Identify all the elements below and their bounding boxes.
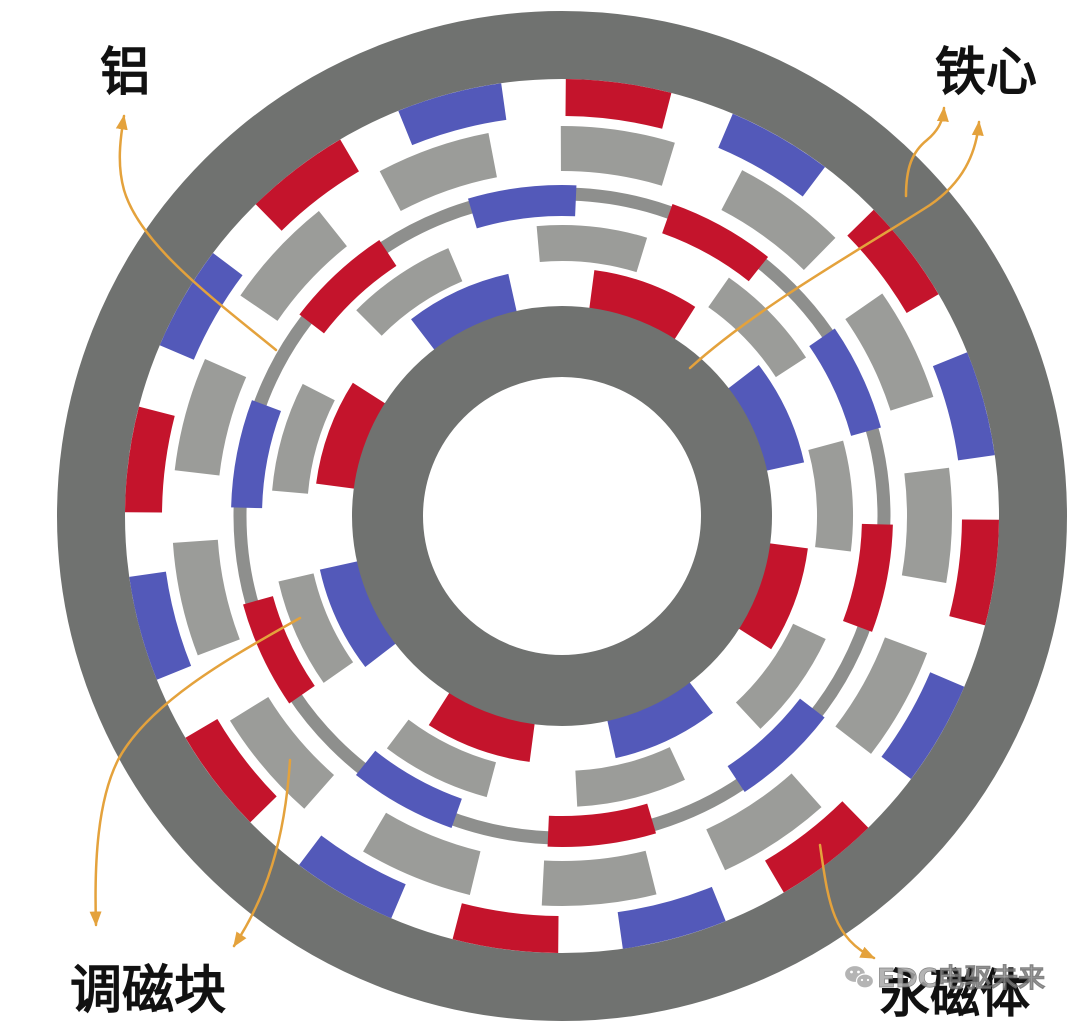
inner-magnet-blue	[727, 365, 805, 471]
inner-modulator-piece	[536, 225, 648, 273]
wechat-icon	[843, 964, 875, 989]
inner-modulator-piece	[278, 573, 354, 683]
outer-iron-core-ring	[57, 11, 1067, 1021]
middle-magnet-red	[662, 203, 769, 282]
outer-modulator-piece	[835, 637, 928, 754]
inner-modulator-pieces	[272, 225, 853, 807]
leader-arrows	[89, 106, 984, 960]
outer-magnet-blue	[932, 352, 995, 461]
arrow-aluminum	[115, 114, 278, 352]
inner-magnet-blue	[411, 273, 517, 351]
outer-modulator-piece	[174, 358, 247, 476]
middle-permanent-magnets	[231, 185, 893, 847]
outer-modulator-piece	[845, 293, 934, 411]
inner-modulator-piece	[735, 623, 826, 729]
inner-modulator-piece	[808, 440, 853, 552]
middle-magnet-red	[547, 803, 657, 847]
outer-magnet-blue	[129, 571, 192, 680]
outer-magnet-red	[847, 209, 939, 313]
inner-modulator-piece	[386, 719, 496, 798]
outer-modulator-piece	[901, 467, 952, 584]
outer-magnet-red	[452, 903, 559, 953]
label-permanent-magnet: 永磁体	[880, 964, 1030, 1024]
middle-magnet-blue	[355, 750, 462, 829]
inner-iron-core-ring	[352, 306, 772, 726]
inner-modulator-piece	[272, 383, 335, 494]
outer-modulator-piece	[172, 539, 240, 656]
inner-modulator-piece	[708, 277, 807, 378]
outer-modulator-piece	[541, 850, 657, 906]
middle-magnet-blue	[727, 698, 825, 793]
inner-magnet-blue	[319, 561, 397, 667]
labels: 铝 铁心 调磁块 永磁体	[70, 42, 1037, 1024]
outer-magnet-blue	[881, 672, 965, 779]
arrow-modulator-pieces-1	[89, 616, 302, 927]
outer-magnet-blue	[718, 113, 825, 197]
outer-magnet-red	[565, 79, 672, 129]
middle-magnet-blue	[467, 185, 577, 229]
outer-magnet-blue	[159, 253, 243, 360]
outer-magnet-red	[255, 139, 359, 231]
middle-magnet-red	[299, 239, 397, 334]
middle-magnet-red	[843, 523, 893, 632]
outer-modulator-piece	[229, 696, 335, 809]
inner-magnet-red	[428, 691, 535, 762]
outer-modulator-piece	[363, 812, 481, 895]
arrow-iron-core-inner	[688, 120, 984, 370]
middle-magnet-blue	[231, 400, 281, 509]
arrow-iron-core-outer	[904, 106, 949, 198]
outer-modulator-piece	[706, 773, 822, 871]
outer-modulator-piece	[240, 211, 347, 321]
inner-permanent-magnets	[316, 270, 808, 762]
arrow-permanent-magnet	[818, 843, 876, 960]
outer-magnet-blue	[299, 835, 406, 919]
outer-permanent-magnets	[125, 79, 999, 953]
label-modulator-pieces: 调磁块	[70, 960, 226, 1021]
outer-modulator-piece	[721, 170, 836, 270]
watermark: EDC电驱未来	[843, 964, 1046, 994]
inner-modulator-piece	[575, 747, 685, 807]
label-iron-core: 铁心	[935, 42, 1037, 103]
outer-magnet-red	[949, 519, 999, 626]
outer-magnet-red	[185, 719, 277, 823]
outer-magnet-red	[125, 406, 175, 513]
outer-modulator-piece	[379, 133, 497, 212]
outer-magnet-blue	[617, 886, 726, 949]
inner-modulator-piece	[356, 248, 463, 336]
outer-modulator-piece	[560, 125, 675, 186]
inner-magnet-blue	[607, 681, 713, 759]
inner-magnet-red	[737, 543, 808, 650]
inner-magnet-red	[589, 270, 696, 341]
inner-magnet-red	[316, 382, 387, 489]
watermark-text: EDC电驱未来	[877, 964, 1046, 994]
outer-magnet-blue	[398, 83, 507, 146]
outer-magnet-red	[765, 801, 869, 893]
outer-modulator-pieces	[172, 125, 952, 906]
label-aluminum: 铝	[100, 42, 150, 103]
arrow-modulator-pieces-2	[232, 758, 292, 948]
middle-magnet-red	[243, 596, 315, 704]
middle-magnet-blue	[809, 328, 881, 436]
